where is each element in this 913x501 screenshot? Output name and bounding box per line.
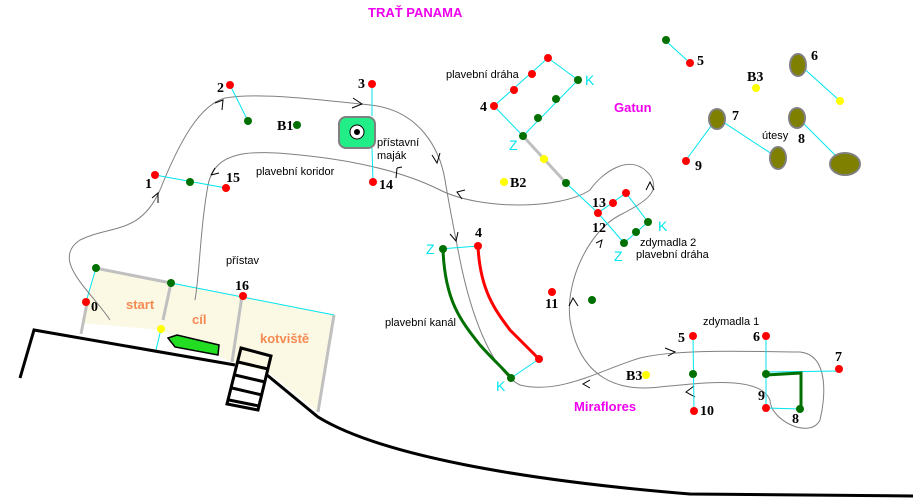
buoy-num-7b: 7 <box>835 350 842 365</box>
buoy-num-12: 12 <box>592 221 606 236</box>
buoy-num-2: 2 <box>217 81 224 96</box>
label-plavebni-koridor: plavební koridor <box>256 166 335 178</box>
buoy-num-5b: 5 <box>678 331 685 346</box>
buoys-green <box>92 36 804 413</box>
buoy-num-16: 16 <box>235 279 249 294</box>
buoy-num-9b: 9 <box>758 389 765 404</box>
label-majak: maják <box>377 150 407 162</box>
label-utesy: útesy <box>762 130 789 142</box>
marker-b3-top: B3 <box>747 70 763 85</box>
label-cil: cíl <box>192 312 206 327</box>
cliff-mid <box>769 146 787 170</box>
marker-b1: B1 <box>277 119 293 134</box>
label-pristavni: přístavní <box>377 137 419 149</box>
buoys-yellow <box>157 84 844 379</box>
cliff-6 <box>789 53 807 77</box>
buoy-num-13: 13 <box>592 196 606 211</box>
label-kotviste: kotviště <box>260 331 309 346</box>
zone-start <box>82 268 171 330</box>
marker-z-gatun: Z <box>509 137 518 153</box>
buoy-num-4b: 4 <box>475 226 482 241</box>
lighthouse-icon <box>338 116 376 149</box>
label-plavebni-kanal: plavební kanál <box>385 317 456 329</box>
buoy-num-10: 10 <box>700 404 714 419</box>
label-plavebni-draha-2: plavební dráha <box>636 249 710 261</box>
cliffs <box>708 53 861 176</box>
canal-red <box>476 245 541 361</box>
label-pristav: přístav <box>226 255 260 267</box>
buoy-num-15: 15 <box>226 171 240 186</box>
marker-z-canal: Z <box>426 241 435 257</box>
buoy-num-6b: 6 <box>753 330 760 345</box>
direction-arrows <box>151 97 696 398</box>
zone-kotviste <box>232 296 334 412</box>
buoy-num-11: 11 <box>545 297 558 312</box>
zone-cil <box>160 283 242 362</box>
marker-b2: B2 <box>510 176 526 191</box>
marker-k-lock2: K <box>658 218 668 234</box>
marker-b3-bottom: B3 <box>626 369 642 384</box>
buoy-num-3: 3 <box>358 77 365 92</box>
buoy-num-1: 1 <box>145 177 152 192</box>
buoy-num-8a: 8 <box>798 132 805 147</box>
label-zdymadla1: zdymadla 1 <box>703 316 759 328</box>
buoy-num-6a: 6 <box>811 49 818 64</box>
lock1-bracket <box>765 371 803 409</box>
boat-icon <box>166 334 220 356</box>
label-miraflores: Miraflores <box>574 399 636 414</box>
buoy-num-0: 0 <box>91 300 98 315</box>
buoys-red <box>82 54 843 415</box>
buoy-num-9a: 9 <box>695 159 702 174</box>
marker-k-gatun: K <box>585 72 595 88</box>
label-plavebni-draha-top: plavební dráha <box>446 69 520 81</box>
route <box>68 95 825 429</box>
cliff-7 <box>708 108 726 130</box>
shoreline <box>18 328 913 498</box>
cliff-big <box>829 152 861 176</box>
buoy-num-5a: 5 <box>697 54 704 69</box>
buoy-num-14: 14 <box>379 178 393 193</box>
label-start: start <box>126 297 155 312</box>
label-zdymadla2: zdymadla 2 <box>640 237 696 249</box>
buoy-num-8b: 8 <box>792 412 799 427</box>
map-title: TRAŤ PANAMA <box>368 5 463 20</box>
buoy-num-7a: 7 <box>732 109 739 124</box>
pier-ladder <box>225 346 273 412</box>
marker-z-lock2: Z <box>614 248 623 264</box>
canal-green <box>441 249 513 379</box>
label-gatun: Gatun <box>614 100 652 115</box>
marker-k-canal: K <box>496 378 506 394</box>
cliff-8 <box>788 107 806 129</box>
harbor <box>79 266 336 413</box>
buoy-num-4a: 4 <box>480 100 487 115</box>
